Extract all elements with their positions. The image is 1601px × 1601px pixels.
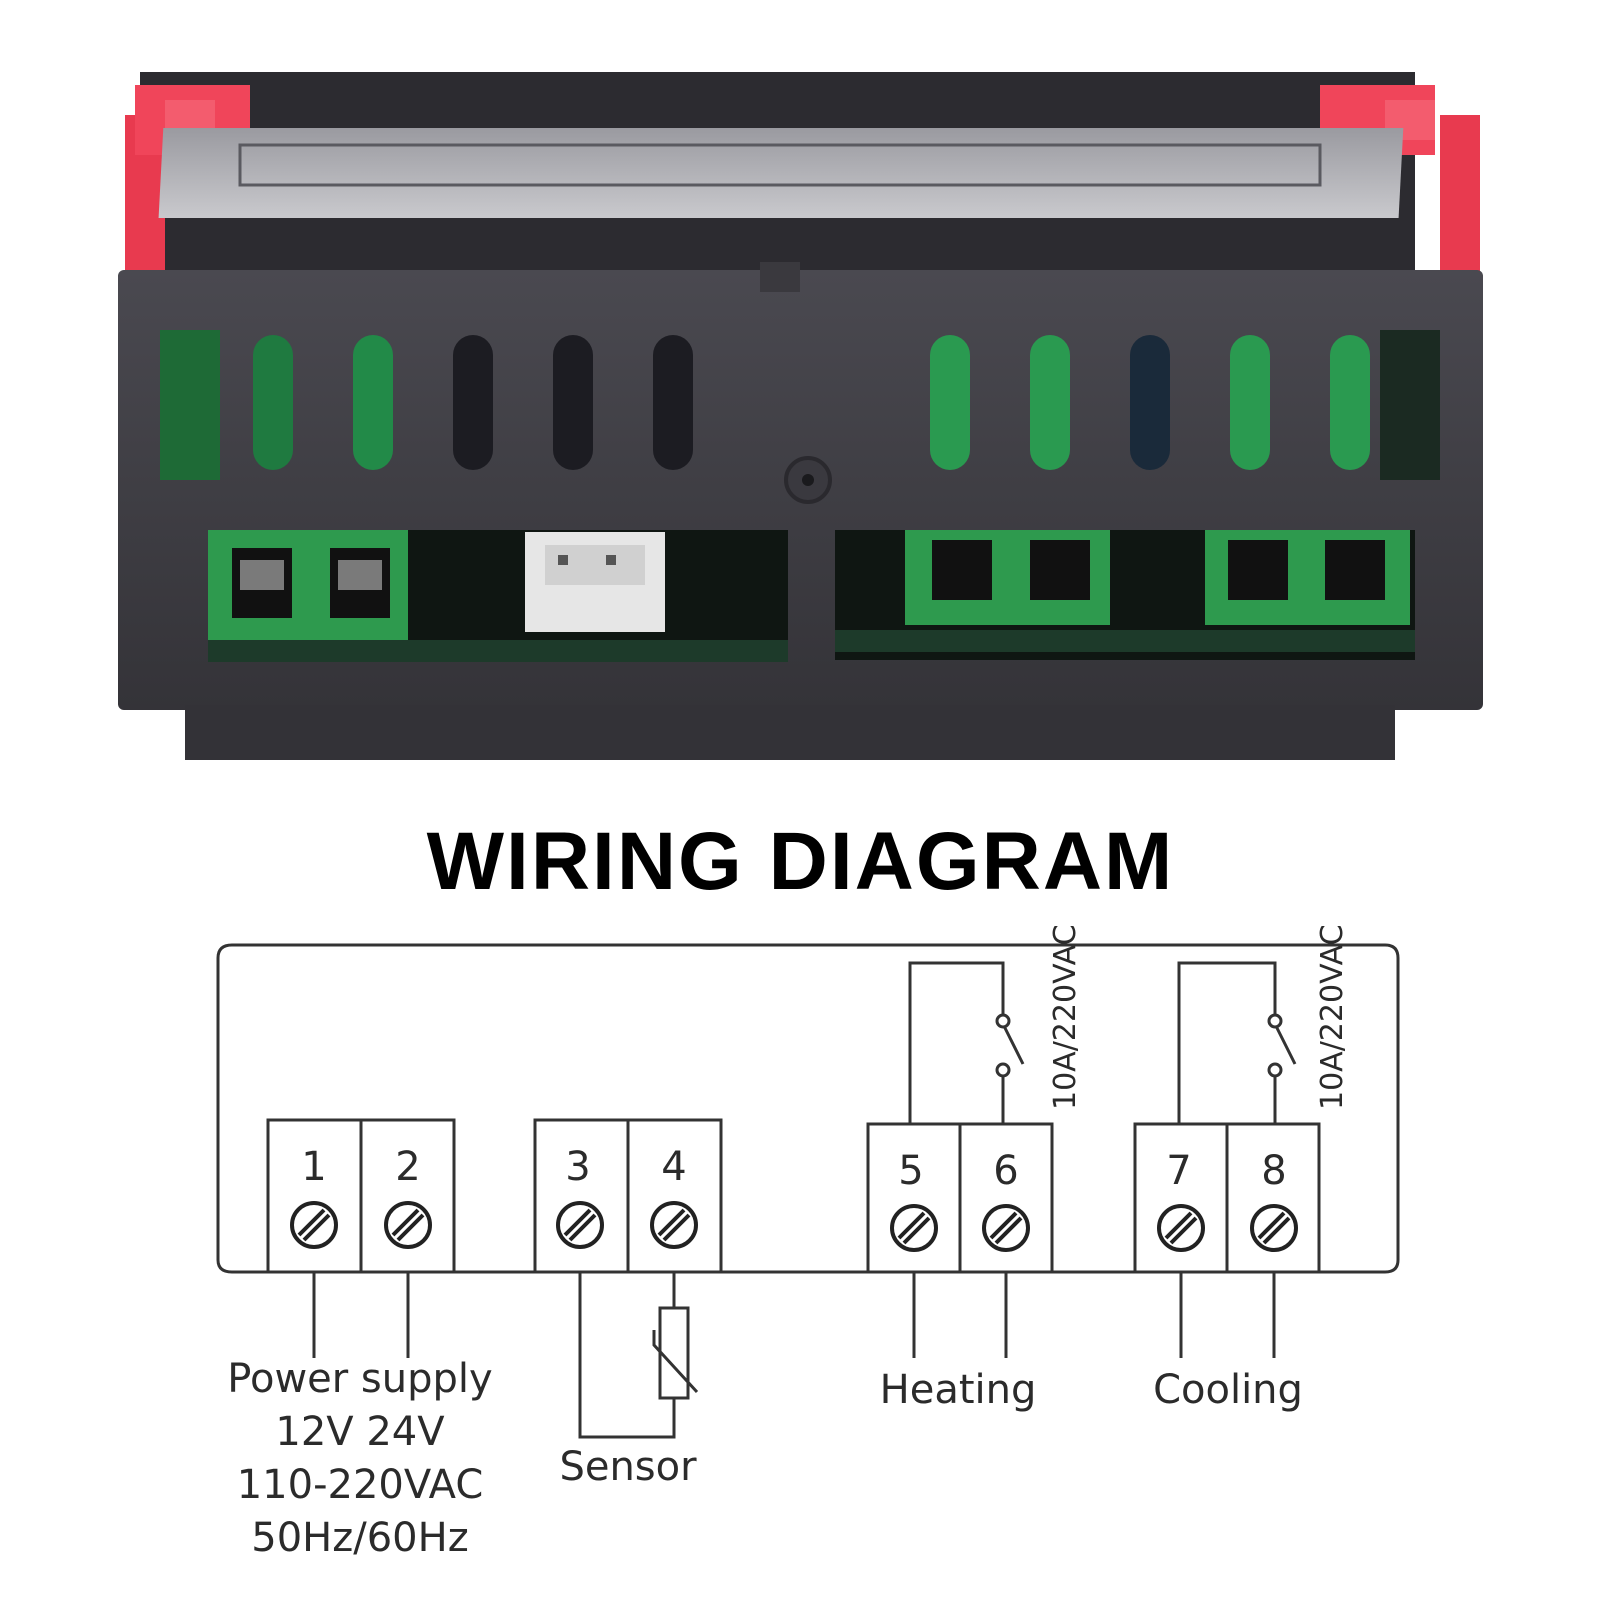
screw-icon bbox=[384, 1201, 432, 1249]
terminal-number-3: 3 bbox=[565, 1144, 590, 1190]
heating-relay-circuit bbox=[908, 961, 1025, 1124]
terminal-number-4: 4 bbox=[661, 1144, 686, 1190]
output-wires bbox=[312, 1272, 1276, 1439]
terminal-box-7 bbox=[1133, 1122, 1229, 1274]
sensor-label: Sensor bbox=[559, 1444, 697, 1490]
terminal-block-right-b bbox=[1205, 530, 1410, 625]
terminal-block-left bbox=[208, 530, 408, 640]
terminal-box-5 bbox=[866, 1122, 962, 1274]
terminal-number-8: 8 bbox=[1261, 1148, 1286, 1194]
terminal-number-2: 2 bbox=[395, 1144, 420, 1190]
power-supply-label: Power supply bbox=[227, 1356, 492, 1402]
terminal-box-2 bbox=[359, 1118, 456, 1274]
heating-label: Heating bbox=[880, 1367, 1037, 1413]
vent-slots bbox=[253, 335, 1370, 470]
terminal-boxes bbox=[266, 1118, 1321, 1274]
cooling-relay-circuit bbox=[1177, 961, 1297, 1124]
terminal-number-6: 6 bbox=[993, 1148, 1018, 1194]
screw-icons bbox=[290, 1201, 1298, 1252]
heating-relay-rating: 10A/220VAC bbox=[1048, 924, 1083, 1110]
screw-icon bbox=[556, 1201, 604, 1249]
label-plate bbox=[158, 128, 1404, 218]
diagram-title: WIRING DIAGRAM bbox=[426, 816, 1175, 907]
screw-icon bbox=[1157, 1204, 1205, 1252]
thermistor-icon bbox=[652, 1306, 699, 1400]
power-voltage-ac: 110-220VAC bbox=[237, 1462, 484, 1508]
screw-icon bbox=[1250, 1204, 1298, 1252]
screw-icon bbox=[290, 1201, 338, 1249]
power-voltage-dc: 12V 24V bbox=[275, 1409, 445, 1455]
terminal-box-4 bbox=[626, 1118, 723, 1274]
terminal-number-1: 1 bbox=[301, 1144, 326, 1190]
terminal-number-5: 5 bbox=[898, 1148, 923, 1194]
terminal-box-3 bbox=[533, 1118, 630, 1274]
screw-icon bbox=[650, 1201, 698, 1249]
wiring-diagram: 1 2 3 4 5 6 7 8 10A/220VAC 10A/220VAC bbox=[216, 924, 1400, 1561]
screw-icon bbox=[890, 1204, 938, 1252]
terminal-number-7: 7 bbox=[1166, 1148, 1191, 1194]
terminal-block-right-a bbox=[905, 530, 1110, 625]
sensor-connector bbox=[525, 532, 665, 632]
power-frequency: 50Hz/60Hz bbox=[251, 1515, 468, 1561]
red-clip-right bbox=[1320, 85, 1480, 275]
cooling-relay-rating: 10A/220VAC bbox=[1315, 924, 1350, 1110]
terminal-box-6 bbox=[958, 1122, 1054, 1274]
terminal-box-1 bbox=[266, 1118, 363, 1274]
controller-rear-photo bbox=[118, 72, 1483, 760]
cooling-label: Cooling bbox=[1153, 1367, 1303, 1413]
screw-icon bbox=[982, 1204, 1030, 1252]
controller-outline bbox=[216, 943, 1400, 1274]
